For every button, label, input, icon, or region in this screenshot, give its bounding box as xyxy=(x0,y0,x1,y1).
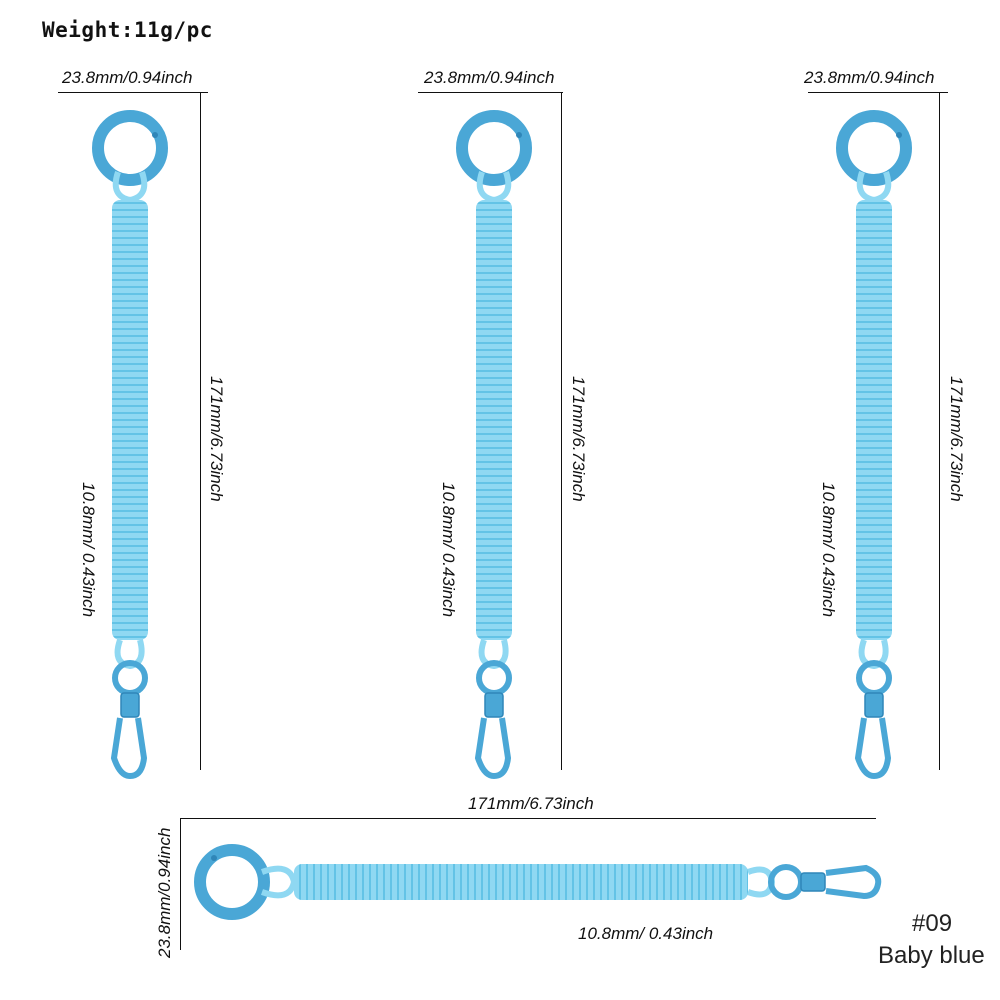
ring-width-label-3: 23.8mm/0.94inch xyxy=(804,68,935,87)
keychain-vertical-3 xyxy=(842,116,906,776)
variant-color-name: Baby blue xyxy=(878,942,985,969)
coil-width-label-horizontal: 10.8mm/ 0.43inch xyxy=(578,924,714,943)
length-line-2 xyxy=(561,92,562,770)
ring-width-line-1 xyxy=(58,92,208,93)
length-line-1 xyxy=(200,92,201,770)
ring-width-line-2 xyxy=(418,92,563,93)
ring-width-label-1: 23.8mm/0.94inch xyxy=(62,68,193,87)
ring-width-line-horizontal xyxy=(180,818,181,950)
length-label-horizontal: 171mm/6.73inch xyxy=(468,794,594,813)
keychain-vertical-2 xyxy=(462,116,526,776)
length-line-3 xyxy=(939,92,940,770)
variant-code: #09 xyxy=(912,910,953,937)
ring-width-line-3 xyxy=(808,92,948,93)
weight-label: Weight:11g/pc xyxy=(42,18,213,42)
length-line-horizontal xyxy=(180,818,876,819)
keychain-horizontal xyxy=(194,844,882,920)
ring-width-label-2: 23.8mm/0.94inch xyxy=(424,68,555,87)
keychain-vertical-1 xyxy=(98,116,162,776)
